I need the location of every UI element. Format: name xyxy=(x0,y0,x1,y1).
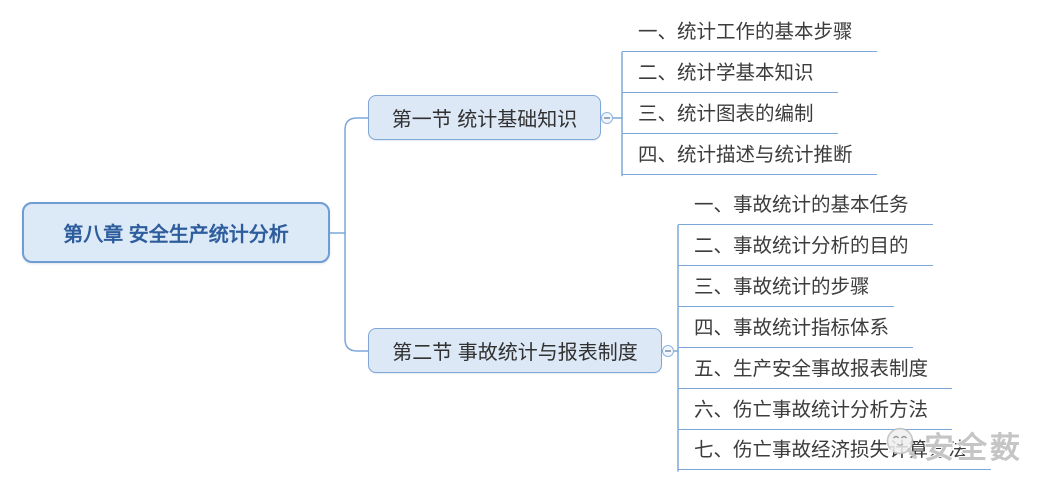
leaf-topic-1-2[interactable]: 二、统计学基本知识 xyxy=(622,60,838,93)
leaf-topic-1-3[interactable]: 三、统计图表的编制 xyxy=(622,101,838,134)
leaf-topic-2-4[interactable]: 四、事故统计指标体系 xyxy=(678,315,914,348)
branch-node-section-2[interactable]: 第二节 事故统计与报表制度 xyxy=(368,328,662,373)
collapse-button-section-2[interactable] xyxy=(662,345,674,357)
leaf-topic-2-1[interactable]: 一、事故统计的基本任务 xyxy=(678,192,933,225)
branch-node-section-1[interactable]: 第一节 统计基础知识 xyxy=(368,95,601,140)
leaf-topic-2-7[interactable]: 七、伤亡事故经济损失计算方法 xyxy=(678,437,992,470)
leaf-topic-2-2[interactable]: 二、事故统计分析的目的 xyxy=(678,233,933,266)
leaf-topic-2-5[interactable]: 五、生产安全事故报表制度 xyxy=(678,356,953,389)
root-node[interactable]: 第八章 安全生产统计分析 xyxy=(22,202,330,263)
leaf-topic-1-1[interactable]: 一、统计工作的基本步骤 xyxy=(622,19,877,52)
leaf-topic-1-4[interactable]: 四、统计描述与统计推断 xyxy=(622,142,877,175)
minus-icon xyxy=(665,350,671,352)
minus-icon xyxy=(604,117,610,119)
collapse-button-section-1[interactable] xyxy=(601,112,613,124)
leaf-topic-2-3[interactable]: 三、事故统计的步骤 xyxy=(678,274,894,307)
leaf-topic-2-6[interactable]: 六、伤亡事故统计分析方法 xyxy=(678,397,953,430)
